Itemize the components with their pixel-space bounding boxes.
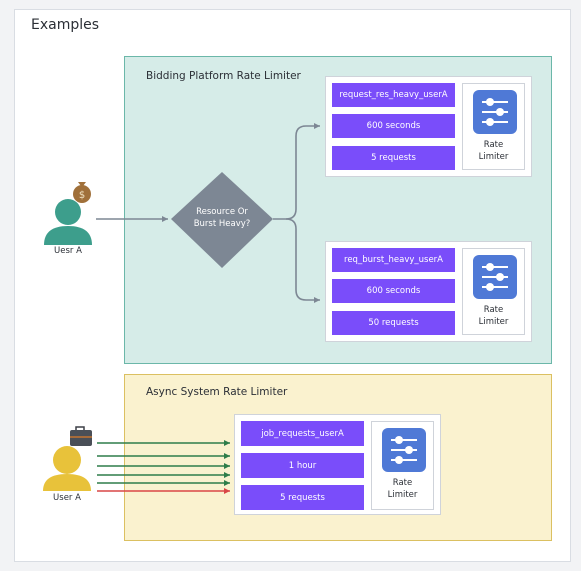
decision-to-bottom-arrow xyxy=(285,218,320,303)
money-bag-icon: $ xyxy=(73,182,91,203)
bottom-limit-pill: 50 requests xyxy=(332,311,455,335)
user-icon xyxy=(43,446,91,491)
async-rate-limiter: Rate Limiter xyxy=(371,421,434,510)
top-window-pill: 600 seconds xyxy=(332,114,455,138)
async-limit-pill: 5 requests xyxy=(241,485,364,510)
briefcase-icon xyxy=(70,426,92,446)
decision-label: Resource Or Burst Heavy? xyxy=(193,207,251,229)
bottom-window-pill: 600 seconds xyxy=(332,279,455,303)
page-title: Examples xyxy=(31,17,100,33)
decision-diamond xyxy=(171,172,273,268)
sliders-icon xyxy=(473,255,517,299)
limiter-label: Rate Limiter xyxy=(387,478,418,500)
limiter-label: Rate Limiter xyxy=(478,305,509,327)
sliders-icon xyxy=(473,90,517,134)
decision-to-top-arrow xyxy=(273,123,320,220)
async-window-pill: 1 hour xyxy=(241,453,364,478)
async-key-pill: job_requests_userA xyxy=(241,421,364,446)
bottom-rate-limiter: Rate Limiter xyxy=(462,248,525,335)
sliders-icon xyxy=(382,428,426,472)
bidding-panel-title: Bidding Platform Rate Limiter xyxy=(146,70,301,82)
top-limit-pill: 5 requests xyxy=(332,146,455,170)
bidding-user-label: Uesr A xyxy=(54,246,82,256)
top-rate-limiter: Rate Limiter xyxy=(462,83,525,170)
svg-text:$: $ xyxy=(79,190,85,201)
async-panel-title: Async System Rate Limiter xyxy=(146,386,288,398)
top-key-pill: request_res_heavy_userA xyxy=(332,83,455,107)
bottom-key-pill: req_burst_heavy_userA xyxy=(332,248,455,272)
limiter-label: Rate Limiter xyxy=(478,140,509,162)
user-icon xyxy=(44,199,92,245)
async-user-label: User A xyxy=(53,493,81,503)
